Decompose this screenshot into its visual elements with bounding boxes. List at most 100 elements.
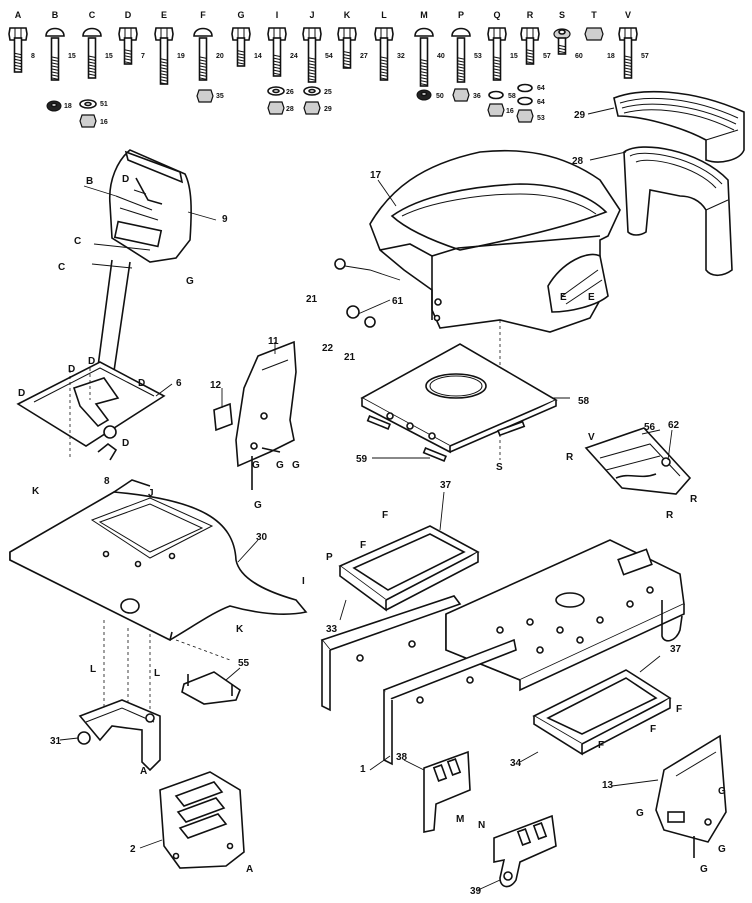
part-number: 33 <box>326 624 338 635</box>
part-letter: V <box>588 432 595 443</box>
part-letter: M <box>456 814 464 825</box>
washer-c <box>303 86 321 96</box>
bolt-icon <box>82 27 102 79</box>
plate-2 <box>159 771 245 869</box>
part-number: 21 <box>344 352 356 363</box>
nut-b <box>79 114 97 128</box>
nut-c <box>196 89 214 103</box>
bolt-graphics <box>8 27 638 87</box>
bolt-icon <box>520 27 540 65</box>
dash-panel-9: D <box>91 149 192 269</box>
fastener-count: 53 <box>474 53 482 60</box>
hardware-count: 16 <box>506 108 514 115</box>
bolt-icon <box>584 27 604 41</box>
bracket-31 <box>77 699 161 772</box>
leader-lines <box>59 107 673 891</box>
part-number: 2 <box>130 844 136 855</box>
hardware-count: 35 <box>216 93 224 100</box>
bolt-icon <box>302 27 322 83</box>
bracket-13 <box>655 734 727 858</box>
fastener-count: 8 <box>31 53 35 60</box>
fastener-count: 15 <box>510 53 518 60</box>
hardware-count: 16 <box>100 119 108 126</box>
bracket-12 <box>213 402 233 432</box>
part-number: 37 <box>670 644 682 655</box>
washer-f <box>517 96 533 106</box>
washer-b <box>267 86 285 96</box>
fastener-count: 57 <box>543 53 551 60</box>
pad-34 <box>532 669 672 756</box>
part-letter: F <box>598 740 604 751</box>
part-letter: B <box>86 176 93 187</box>
nut-a <box>46 100 62 112</box>
bracket-11 <box>235 340 297 490</box>
bolt-icon <box>451 27 471 83</box>
header-letter: E <box>161 10 167 20</box>
washer-a <box>79 99 97 109</box>
nut-f <box>416 89 432 101</box>
hardware-count: 53 <box>537 115 545 122</box>
header-letter: L <box>381 10 387 20</box>
part-number: 21 <box>306 294 318 305</box>
part-letter: G <box>276 460 284 471</box>
fastener-count: 24 <box>290 53 298 60</box>
header-letter: C <box>89 10 96 20</box>
part-letter: K <box>236 624 244 635</box>
part-number: 28 <box>572 156 584 167</box>
part-letter: R <box>690 494 698 505</box>
washer-e <box>517 83 533 93</box>
part-letter: C <box>58 262 65 273</box>
fastener-count: 19 <box>177 53 185 60</box>
hardware-count: 26 <box>286 89 294 96</box>
header-letter: S <box>559 10 565 20</box>
part-letter: G <box>636 808 644 819</box>
fastener-count: 7 <box>141 53 145 60</box>
bolt-icon <box>374 27 394 81</box>
bracket-56 <box>584 427 692 495</box>
part-letter: C <box>74 236 81 247</box>
bolt-icon <box>8 27 28 73</box>
part-number: 38 <box>396 752 408 763</box>
fastener-count: 60 <box>575 53 583 60</box>
header-letter: V <box>625 10 631 20</box>
part-letter: G <box>292 460 300 471</box>
nut-i <box>516 109 534 123</box>
bracket-55 <box>181 671 241 705</box>
svg-text:D: D <box>122 174 129 185</box>
part-number: 39 <box>470 886 482 897</box>
bolt-icon <box>267 27 287 77</box>
fastener-count: 15 <box>105 53 113 60</box>
part-number: 59 <box>356 454 368 465</box>
part-number: 1 <box>360 764 366 775</box>
fastener-count: 32 <box>397 53 405 60</box>
bumper-29 <box>613 90 745 163</box>
bolt-icon <box>414 27 434 87</box>
fastener-count: 18 <box>607 53 615 60</box>
header-letter: D <box>125 10 132 20</box>
part-letter: R <box>666 510 674 521</box>
nut-d <box>267 101 285 115</box>
part-number: 61 <box>392 296 404 307</box>
header-letter: G <box>237 10 244 20</box>
part-letter: J <box>148 488 154 499</box>
part-letter: D <box>88 356 95 367</box>
part-letter: F <box>360 540 366 551</box>
part-letter: F <box>650 724 656 735</box>
floor-pan-58 <box>360 343 558 462</box>
fastener-count: 14 <box>254 53 262 60</box>
part-letter: P <box>326 552 333 563</box>
bolt-icon <box>553 28 571 55</box>
nut-g <box>452 88 470 102</box>
bolt-icon <box>154 27 174 85</box>
header-letter: K <box>344 10 351 20</box>
hardware-count: 64 <box>537 85 545 92</box>
bolt-icon <box>118 27 138 65</box>
header-letter: T <box>591 10 597 20</box>
steering-support-6 <box>16 259 166 461</box>
part-letter: G <box>718 786 726 797</box>
header-letter: I <box>276 10 279 20</box>
nut-e <box>303 101 321 115</box>
